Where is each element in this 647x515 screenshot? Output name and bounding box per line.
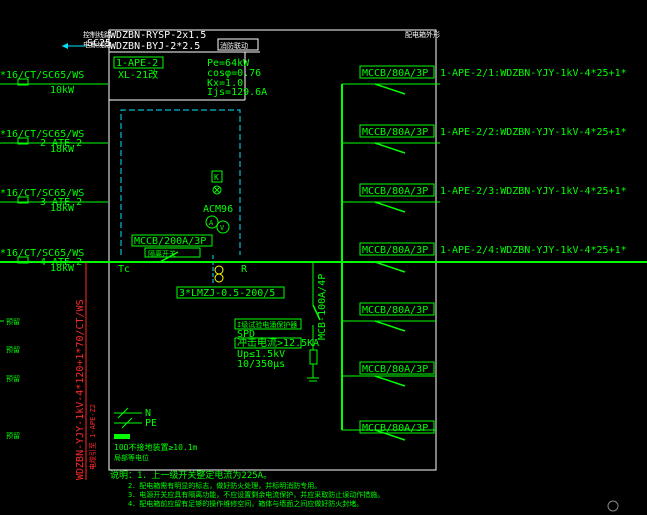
panel-name: 1-APE-2 (116, 58, 158, 69)
right-title: 配电箱外形 (405, 30, 440, 39)
header-top-line-1: WDZBN-RYSP-2x1.5 (110, 30, 206, 41)
meter-k-box (211, 170, 223, 183)
note-line: 3．电源开关应具有隔离功能，不应设置剩余电流保护，并应采取防止误动作措施。 (128, 490, 384, 499)
meter-lamp-icon (212, 185, 222, 195)
outgoing-cable: 1-APE-2/4:WDZBN-YJY-1kV-4*25+1* (440, 245, 627, 256)
surge-box-1-text: I级试验电涌保护器 (237, 320, 297, 329)
outgoing-row (342, 302, 436, 332)
panel-frame (108, 29, 437, 471)
ct-label: 3*LMZJ-0.5-200/5 (179, 288, 275, 299)
vertical-cable-tag: 电缆引至 1-APE-Z2 (88, 404, 97, 470)
ct-coil-icon (214, 273, 224, 283)
surge-up: Up≤1.5kV (237, 349, 285, 360)
voltmeter-icon (216, 220, 230, 234)
incoming-power: 18kW (50, 203, 75, 214)
top-arrow-head (62, 43, 68, 49)
outgoing-cable: 1-APE-2/3:WDZBN-YJY-1kV-4*25+1* (440, 186, 627, 197)
incoming-power: 18kW (50, 144, 75, 155)
main-note-box (144, 247, 201, 258)
outgoing-row (342, 65, 440, 95)
outgoing-breaker: MCCB/80A/3P (362, 423, 428, 434)
outgoing-row (342, 361, 436, 387)
r-label: R (241, 264, 248, 275)
outgoing-breaker: MCCB/80A/3P (362, 364, 428, 375)
meter-name: ACM96 (203, 204, 233, 215)
incoming-breaker: *16/CT/SC65/WS (0, 129, 84, 140)
fire-label-box (217, 38, 259, 51)
outgoing-breaker: MCCB/80A/3P (362, 245, 428, 256)
outgoing-row (359, 242, 435, 273)
earth-n: N (145, 408, 151, 419)
incoming-row-box (17, 256, 29, 264)
incoming-row (0, 196, 108, 204)
surge-box-2-text: 冲击电流>12.5KA (237, 336, 319, 349)
note-line: 2．配电箱需有明显的标志，做好防火处理，并标明消防专用。 (128, 481, 321, 490)
fire-label: 消防联动 (220, 41, 248, 50)
surge-spd: SPD (237, 329, 255, 340)
main-breaker-box (131, 234, 213, 247)
ct-box (176, 286, 285, 299)
lamp-cross-b (213, 186, 221, 194)
earth-pe: PE (145, 418, 157, 429)
tc-label: Tc (118, 264, 130, 275)
panel-model: XL-21改 (118, 68, 158, 81)
vertical-cable-label: WDZBN-YJY-1kV-4*120+1*70/CT/WS (75, 299, 86, 480)
main-note: 隔离开关 (148, 249, 176, 258)
outgoing-breaker: MCCB/80A/3P (362, 186, 428, 197)
incoming-breaker: *16/CT/SC65/WS (0, 188, 84, 199)
surge-box-2 (234, 337, 302, 349)
earth-note: 局部等电位 (114, 453, 149, 462)
incoming-power: 10kW (50, 85, 75, 96)
panel-name-box (113, 56, 164, 69)
header-small-tag-1: 控制线路 (83, 30, 111, 39)
header-top-tag: SC25 (87, 38, 111, 49)
outgoing-row (342, 420, 436, 441)
left-note: 预留 (6, 374, 20, 383)
watermark-icon (607, 500, 619, 512)
panel-kx: Kx=1.0 (207, 78, 243, 89)
note-line: 说明：1．上一级开关整定电流为225A。 (110, 469, 272, 481)
note-line: 4．配电箱前应留有足够的操作维修空间，箱体与墙面之间应做好防火封堵。 (128, 499, 363, 508)
outgoing-breaker: MCCB/80A/3P (362, 305, 428, 316)
ammeter-icon (205, 215, 219, 229)
outgoing-breaker: MCCB/80A/3P (362, 68, 428, 79)
surge-mcb: MCB-100A/4P (317, 274, 328, 340)
outgoing-row (342, 124, 440, 154)
control-wiring (120, 109, 241, 255)
incoming-tag: 3-ATE-2 (40, 197, 82, 208)
incoming-row (0, 78, 108, 86)
meter-k: K (214, 173, 219, 182)
panel-ijs: Ijs=129.6A (207, 87, 267, 98)
earth-slash-b (121, 417, 133, 429)
outgoing-cable: 1-APE-2/2:WDZBN-YJY-1kV-4*25+1* (440, 127, 627, 138)
surge-wave: 10/350μs (237, 359, 285, 370)
meter-v: V (220, 224, 225, 232)
surge-box-1 (234, 318, 302, 330)
incoming-tag: 2-ATE-2 (40, 138, 82, 149)
left-note: 预留 (6, 431, 20, 440)
meter-a: A (209, 219, 214, 227)
header-small-tag-2: 电源线路 (83, 40, 111, 49)
incoming-tag: 4-ATE-2 (40, 257, 82, 268)
left-note: 预留 (6, 317, 20, 326)
left-note: 预留 (6, 345, 20, 354)
outgoing-cable: 1-APE-2/1:WDZBN-YJY-1kV-4*25+1* (440, 68, 627, 79)
earth-bar-icon (114, 434, 130, 439)
incoming-power: 18kW (50, 263, 75, 274)
incoming-breaker: *16/CT/SC65/WS (0, 248, 84, 259)
panel-cos: cosφ=0.76 (207, 68, 261, 79)
main-switch-blade (159, 251, 179, 263)
incoming-row (0, 137, 108, 145)
earth-box: 10Ω不接地装置≥10.1m (114, 442, 198, 452)
panel-pe: Pe=64kW (207, 58, 250, 69)
earth-slash-a (117, 407, 129, 419)
main-breaker: MCCB/200A/3P (134, 236, 206, 247)
incoming-breaker: *16/CT/SC65/WS (0, 70, 84, 81)
surge-switch (312, 304, 321, 321)
header-top-line-2: WDZBN-BYJ-2*2.5 (110, 41, 200, 52)
outgoing-row (342, 183, 440, 213)
outgoing-breaker: MCCB/80A/3P (362, 127, 428, 138)
